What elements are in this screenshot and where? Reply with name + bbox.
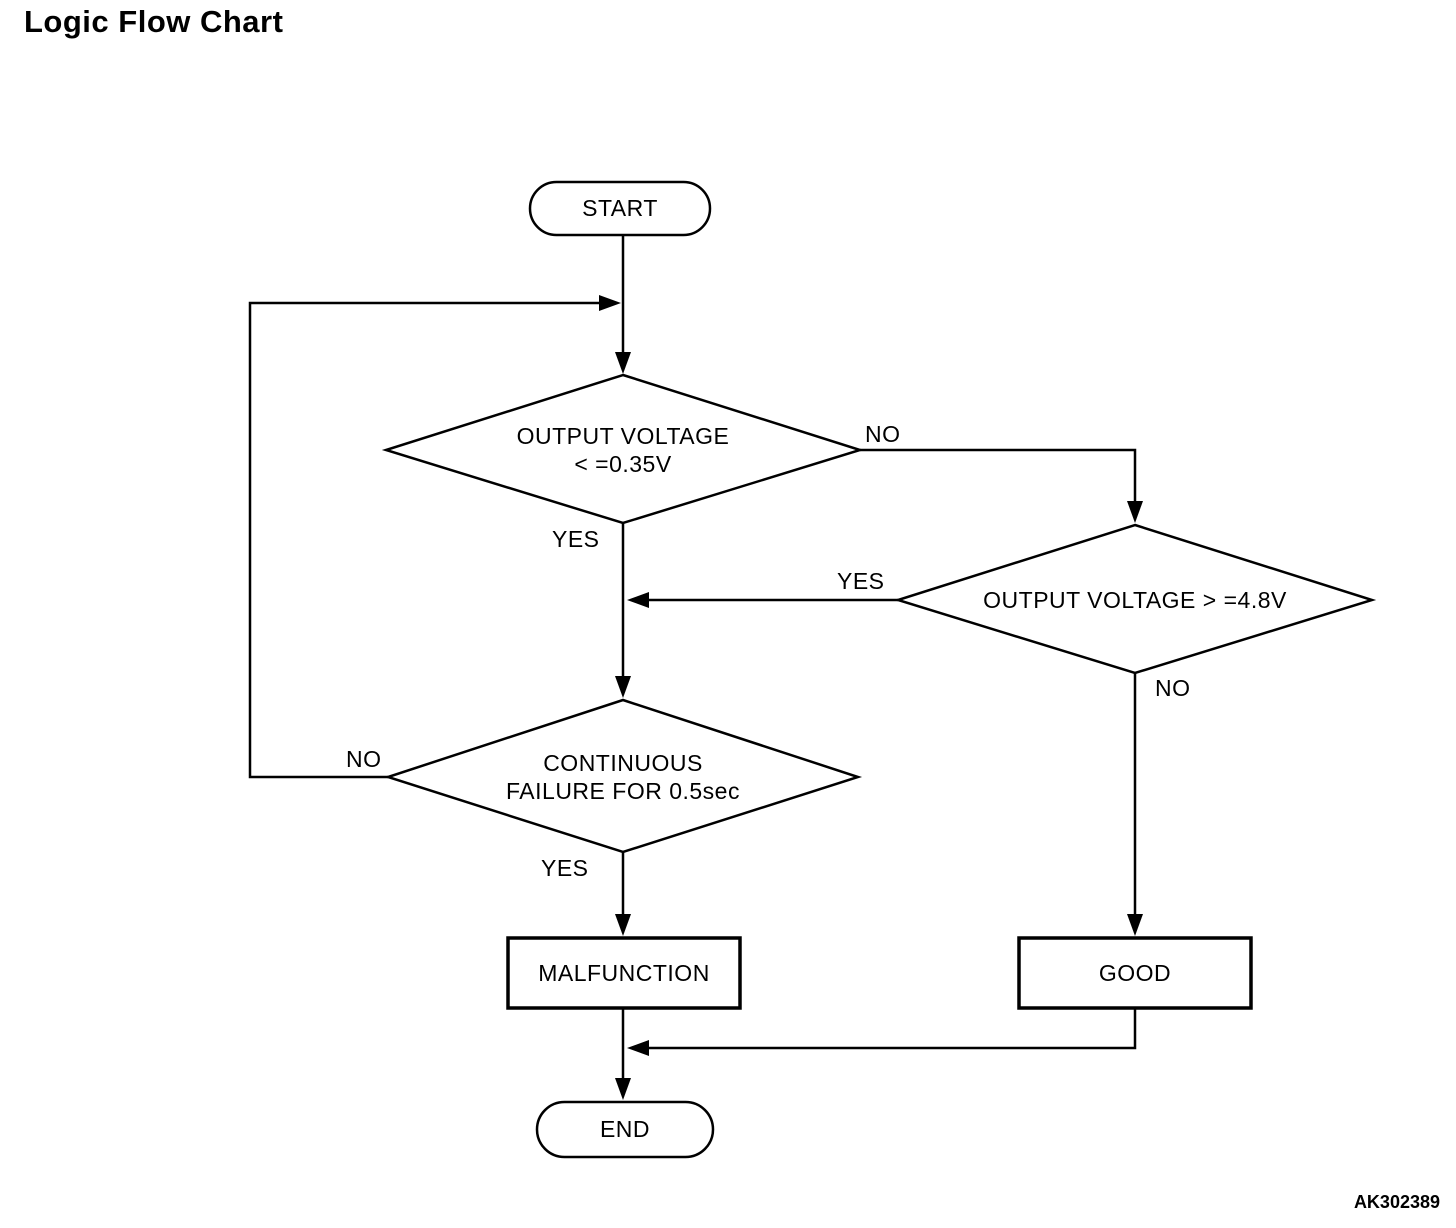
edge-label-d3-yes: YES <box>541 855 589 881</box>
arrow-into-d3 <box>615 676 631 698</box>
page-title: Logic Flow Chart <box>24 4 284 39</box>
decision-continuous-line1: CONTINUOUS <box>543 749 703 776</box>
edge-label-d2-no: NO <box>1155 675 1191 701</box>
start-node-shape <box>528 180 712 237</box>
figure-code: AK302389 <box>1353 1192 1440 1212</box>
decision-output-high-label: OUTPUT VOLTAGE > =4.8V <box>940 545 1330 655</box>
decision-output-low-line2: < =0.35V <box>574 451 672 477</box>
edge-d1-no <box>860 448 1137 506</box>
arrow-d2-yes-join <box>627 592 649 608</box>
decision-output-low-label: OUTPUT VOLTAGE < =0.35V <box>428 395 818 505</box>
edge-label-d2-yes: YES <box>837 568 885 594</box>
edge-label-d1-yes: YES <box>552 526 600 552</box>
edge-label-d1-no: NO <box>865 421 901 447</box>
edge-label-d3-no: NO <box>346 746 382 772</box>
arrow-into-end <box>615 1078 631 1100</box>
decision-output-low-line1: OUTPUT VOLTAGE <box>516 422 730 449</box>
arrow-into-d1 <box>615 352 631 374</box>
edge-d3-no-loop <box>248 301 603 779</box>
edge-good-join <box>645 1008 1137 1050</box>
malfunction-node-label: MALFUNCTION <box>538 959 710 986</box>
arrow-into-good <box>1127 914 1143 936</box>
end-node-shape <box>535 1100 715 1159</box>
end-node-label: END <box>599 1116 651 1143</box>
start-node-label: START <box>582 195 658 222</box>
decision-continuous-line2: FAILURE FOR 0.5sec <box>506 778 740 804</box>
malfunction-node-shape <box>506 936 742 1010</box>
good-node-label: GOOD <box>1098 959 1172 986</box>
arrow-loop-join <box>599 295 621 311</box>
good-node-shape <box>1017 936 1253 1010</box>
decision-output-high-line1: OUTPUT VOLTAGE > =4.8V <box>983 586 1287 613</box>
arrow-into-malfunction <box>615 914 631 936</box>
decision-continuous-label: CONTINUOUS FAILURE FOR 0.5sec <box>428 722 818 832</box>
arrow-into-d2 <box>1127 501 1143 523</box>
arrow-good-join <box>627 1040 649 1056</box>
